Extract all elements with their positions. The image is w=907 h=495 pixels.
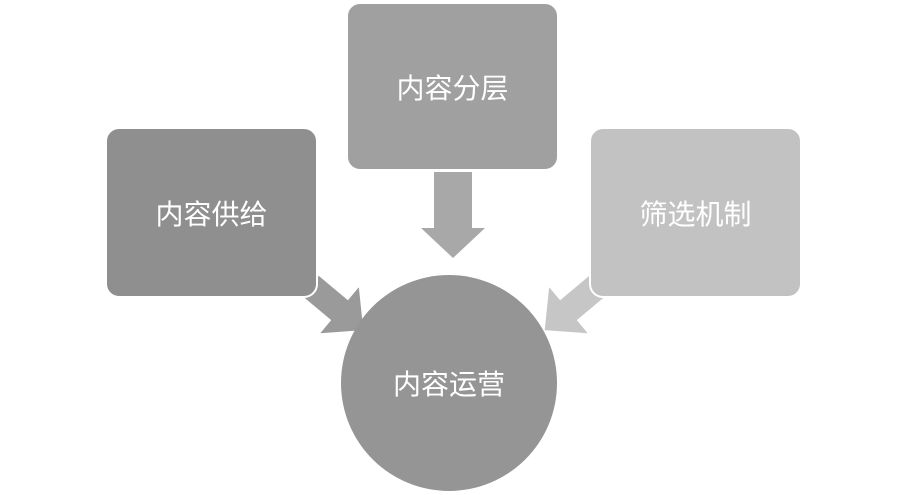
node-label: 内容运营 xyxy=(392,368,505,401)
node-label: 筛选机制 xyxy=(639,197,752,231)
node-content-supply: 内容供给 xyxy=(105,127,318,298)
node-label: 内容分层 xyxy=(396,71,509,105)
arrow-left-to-center-icon xyxy=(302,275,364,334)
node-filter-mechanism: 筛选机制 xyxy=(589,127,802,298)
arrow-down-icon xyxy=(421,172,485,258)
node-content-layering: 内容分层 xyxy=(346,2,559,171)
node-content-operation: 内容运营 xyxy=(341,275,557,491)
node-label: 内容供给 xyxy=(155,197,268,231)
